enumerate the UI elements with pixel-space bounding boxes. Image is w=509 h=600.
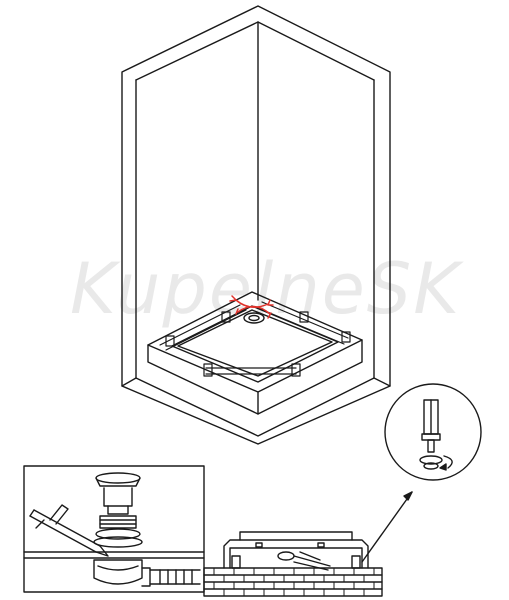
- corner-walls: [121, 5, 391, 445]
- drain-detail-panel: [23, 465, 205, 593]
- rotate-arrow-icon: [439, 455, 453, 471]
- detail-pointer-arrow: [361, 491, 413, 563]
- red-rotation-arrows-icon: [229, 295, 274, 319]
- sealant-gun-icon: [29, 504, 109, 557]
- tray-frame: [159, 301, 351, 377]
- leg-detail-circle: [384, 383, 482, 481]
- drain-hole-icon: [243, 312, 265, 324]
- wall-section-detail: [203, 531, 383, 597]
